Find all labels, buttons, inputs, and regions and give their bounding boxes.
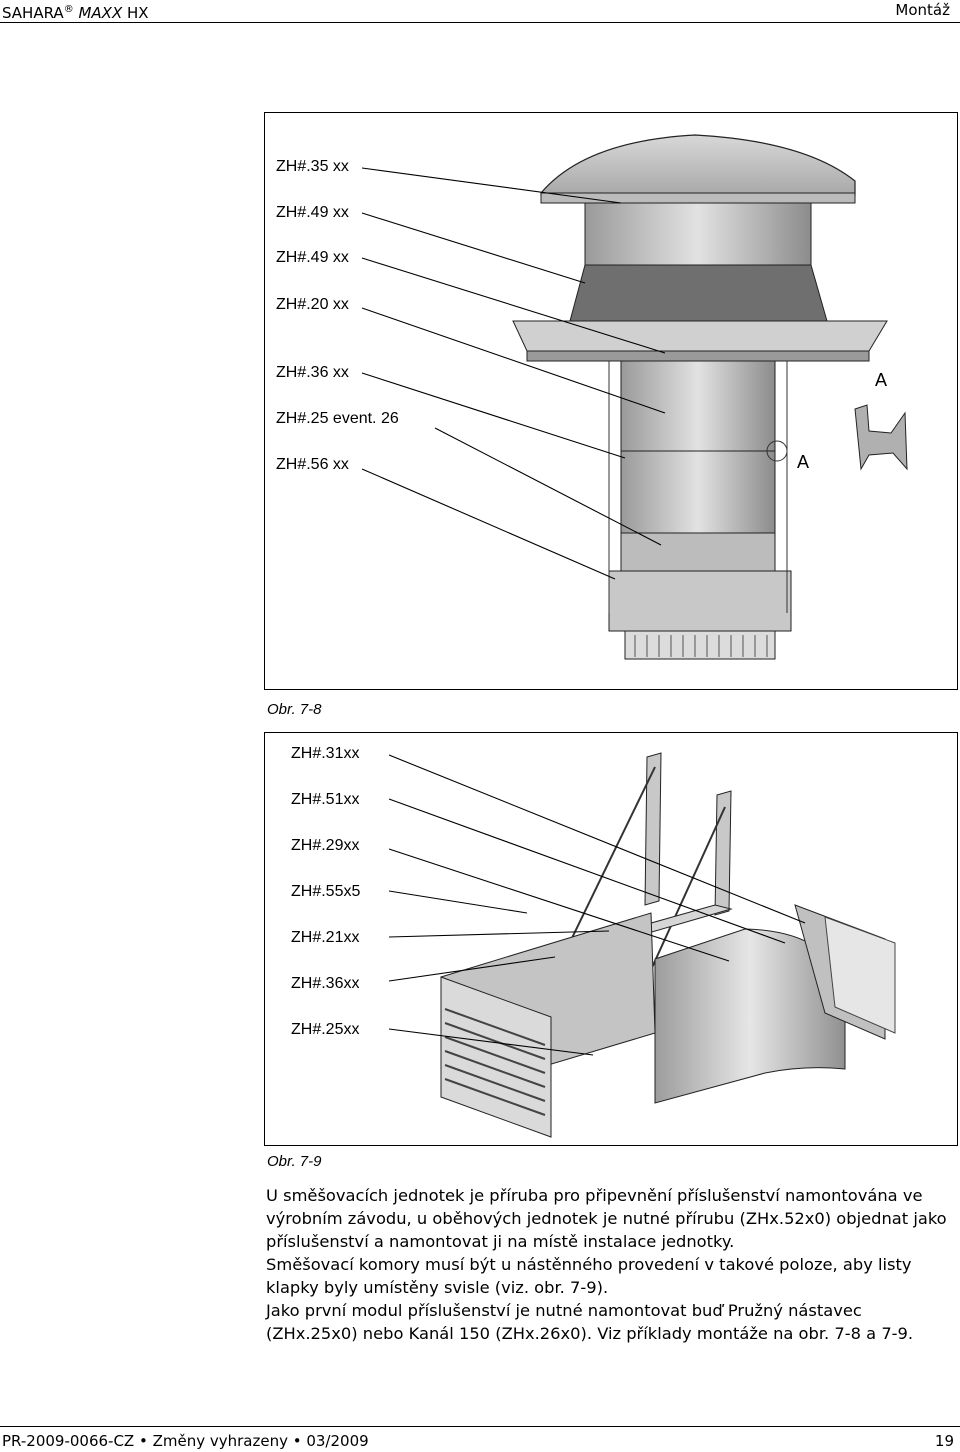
label-zh-51: ZH#.51xx: [291, 791, 360, 808]
page-number: 19: [934, 1432, 954, 1450]
label-zh-29: ZH#.29xx: [291, 837, 360, 854]
section-title: Montáž: [895, 1, 950, 19]
label-zh-20: ZH#.20 xx: [276, 296, 349, 313]
document-id: PR-2009-0066-CZ • Změny vyhrazeny • 03/2…: [2, 1432, 369, 1450]
paragraph-mixing-chamber: Směšovací komory musí být u nástěnného p…: [266, 1255, 912, 1297]
figure-caption-7-8: Obr. 7-8: [267, 701, 322, 718]
label-zh-21: ZH#.21xx: [291, 929, 360, 946]
product-name: SAHARA® MAXX HX: [2, 4, 149, 22]
label-zh-35: ZH#.35 xx: [276, 158, 349, 175]
figure-7-8: ZH#.35 xx ZH#.49 xx ZH#.49 xx ZH#.20 xx …: [264, 112, 958, 690]
detail-title: A: [875, 370, 888, 390]
figure-caption-7-9: Obr. 7-9: [267, 1153, 322, 1170]
ceiling-unit-drawing: [361, 134, 908, 660]
paragraph-first-module: Jako první modul příslušenství je nutné …: [266, 1301, 914, 1343]
label-zh-36: ZH#.36xx: [291, 975, 360, 992]
label-zh-49-a: ZH#.49 xx: [276, 204, 349, 221]
detail-marker: A: [797, 452, 810, 472]
page-footer: PR-2009-0066-CZ • Změny vyhrazeny • 03/2…: [0, 1426, 960, 1452]
label-zh-56: ZH#.56 xx: [276, 456, 349, 473]
label-zh-25: ZH#.25 event. 26: [276, 410, 399, 427]
body-text: U směšovacích jednotek je příruba pro př…: [266, 1184, 956, 1345]
figure-7-9: ZH#.31xx ZH#.51xx ZH#.29xx ZH#.55x5 ZH#.…: [264, 732, 958, 1146]
label-zh-49-b: ZH#.49 xx: [276, 249, 349, 266]
label-zh-55: ZH#.55x5: [291, 883, 361, 900]
label-zh-31: ZH#.31xx: [291, 745, 360, 762]
wall-unit-drawing: [388, 752, 896, 1138]
label-zh-25: ZH#.25xx: [291, 1021, 360, 1038]
paragraph-flange: U směšovacích jednotek je příruba pro př…: [266, 1186, 947, 1251]
label-zh-36: ZH#.36 xx: [276, 364, 349, 381]
page-header: SAHARA® MAXX HX Montáž: [0, 0, 960, 23]
